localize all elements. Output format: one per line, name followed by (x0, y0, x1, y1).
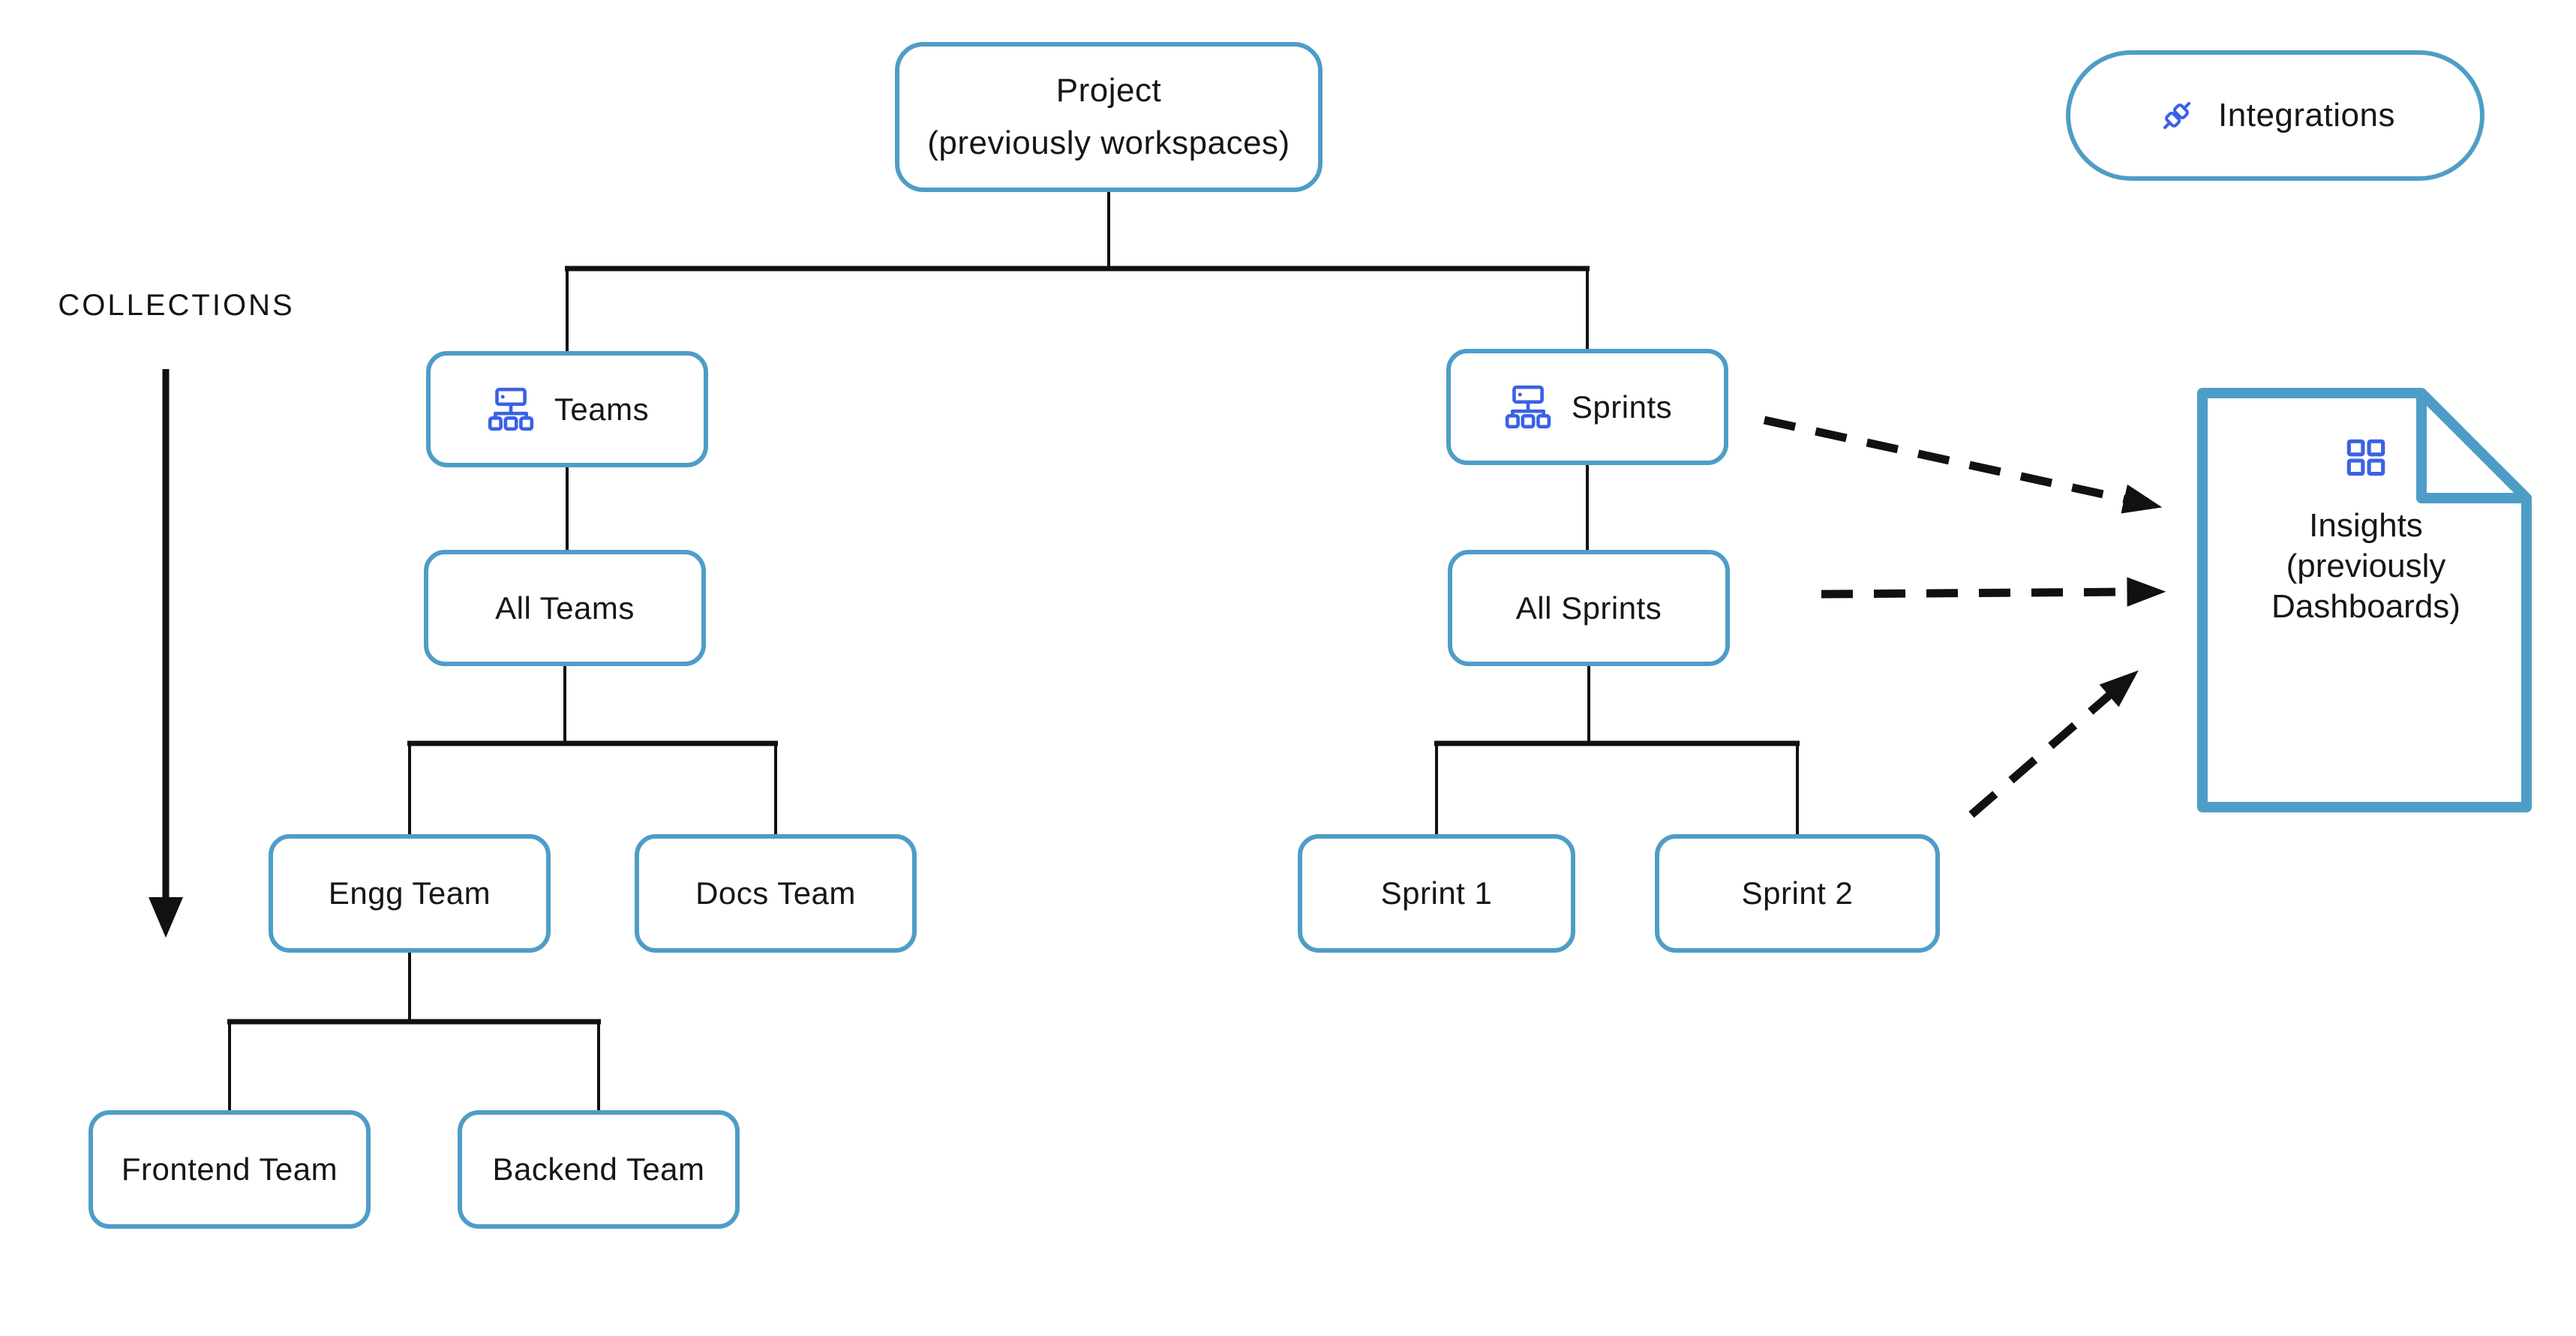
org-top-dot (500, 395, 505, 398)
insights-line2: (previously (2286, 548, 2446, 584)
tree-connectors (227, 192, 1800, 1110)
integrations-button[interactable]: Integrations (2066, 50, 2484, 181)
node-project-subtitle: (previously workspaces) (927, 125, 1290, 161)
node-all-sprints[interactable]: All Sprints (1448, 550, 1730, 666)
org-leaf-left (1505, 413, 1520, 428)
grid-cell-br (2367, 458, 2385, 476)
dashed-arrowhead (2127, 577, 2166, 607)
org-leaf-middle (1521, 413, 1536, 428)
org-hierarchy-icon (1505, 385, 1551, 428)
insights-document-shape[interactable] (2197, 388, 2532, 812)
node-sprint-1-label: Sprint 1 (1380, 875, 1493, 911)
org-hierarchy-icon-glyph (488, 387, 534, 431)
node-docs-team-label: Docs Team (695, 875, 856, 911)
insights-line1: Insights (2309, 507, 2423, 544)
dashboard-grid-icon (2346, 439, 2385, 476)
node-backend-team-label: Backend Team (492, 1151, 705, 1187)
collections-arrowhead (149, 897, 183, 938)
org-leaf-right (1536, 413, 1551, 428)
org-hierarchy-icon (488, 387, 534, 431)
dashed-arrow-sprint2-insights (1968, 690, 2114, 818)
node-teams[interactable]: Teams (426, 351, 708, 467)
node-sprint-2-label: Sprint 2 (1741, 875, 1854, 911)
dashed-arrowhead (2099, 670, 2139, 707)
dashboard-grid-icon-glyph (2346, 439, 2385, 476)
dashed-arrow-sprints-insights (1763, 416, 2129, 504)
node-engg-team-label: Engg Team (328, 875, 491, 911)
org-leaf-right (519, 416, 534, 431)
collections-arrow (149, 369, 183, 938)
org-leaf-middle (503, 416, 518, 431)
org-hierarchy-icon-glyph (1505, 385, 1551, 428)
node-project-title: Project (1055, 72, 1162, 109)
node-backend-team[interactable]: Backend Team (458, 1110, 740, 1229)
insights-document-content: Insights (previously Dashboards) (2214, 437, 2517, 627)
node-all-teams[interactable]: All Teams (424, 550, 706, 666)
insights-line3: Dashboards) (2271, 588, 2460, 625)
node-all-sprints-label: All Sprints (1515, 590, 1662, 626)
dashed-arrows (1763, 416, 2166, 818)
node-engg-team[interactable]: Engg Team (269, 834, 551, 953)
node-teams-label: Teams (554, 391, 650, 427)
node-sprint-2[interactable]: Sprint 2 (1655, 834, 1940, 953)
grid-cell-bl (2346, 458, 2365, 476)
node-frontend-team[interactable]: Frontend Team (89, 1110, 371, 1229)
dashed-arrow-allsprints-insights (1821, 587, 2131, 599)
org-leaf-left (488, 416, 503, 431)
node-docs-team[interactable]: Docs Team (635, 834, 917, 953)
collections-label: COLLECTIONS (58, 289, 295, 322)
node-all-teams-label: All Teams (495, 590, 635, 626)
grid-cell-tl (2346, 439, 2365, 457)
plug-connection-icon-glyph (2163, 101, 2191, 130)
insights-document-fold (2416, 393, 2526, 503)
plug-tail-right (2182, 101, 2191, 110)
node-project[interactable]: Project (previously workspaces) (895, 42, 1323, 192)
node-sprints-label: Sprints (1571, 389, 1673, 425)
plug-body-left (2165, 111, 2181, 128)
dashed-arrowhead (2121, 484, 2163, 514)
grid-cell-tr (2367, 439, 2385, 457)
plug-connection-icon (2163, 101, 2191, 130)
node-sprint-1[interactable]: Sprint 1 (1298, 834, 1575, 953)
org-top-dot (1518, 392, 1522, 396)
node-sprints[interactable]: Sprints (1446, 349, 1728, 465)
integrations-label: Integrations (2218, 97, 2395, 134)
node-frontend-team-label: Frontend Team (121, 1151, 338, 1187)
